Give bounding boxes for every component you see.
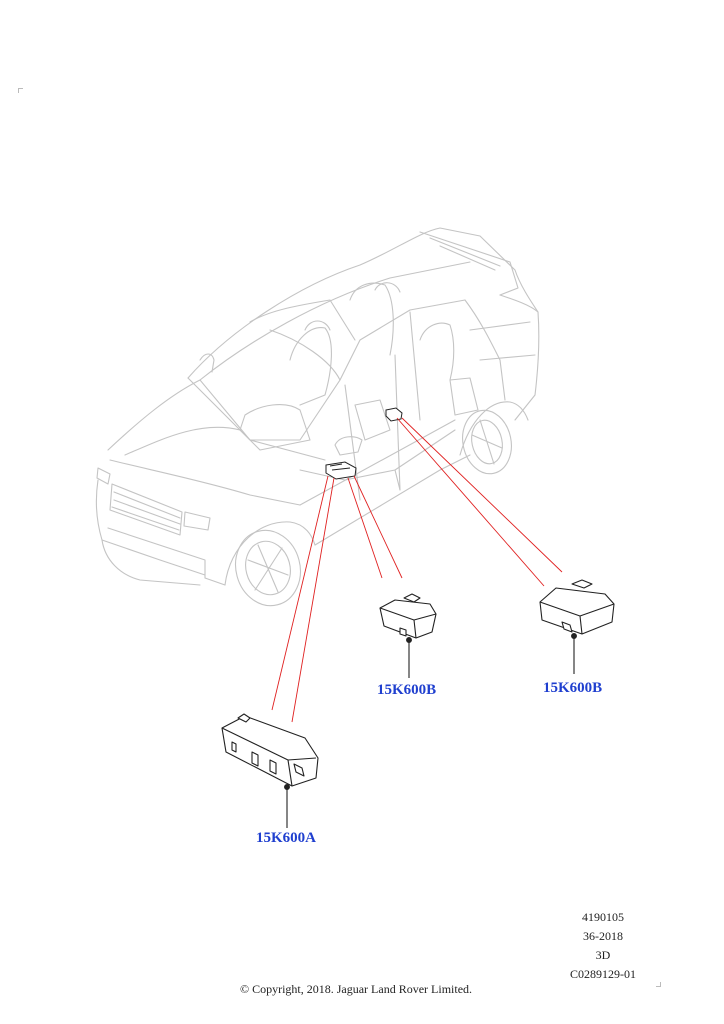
part-label-15k600a[interactable]: 15K600A	[256, 830, 316, 846]
mounted-module-front	[325, 461, 357, 480]
mounted-module-rear	[385, 407, 403, 422]
reference-block: 4190105 36-2018 3D C0289129-01	[570, 908, 636, 984]
module-15k600b-middle	[379, 593, 437, 678]
copyright-notice: © Copyright, 2018. Jaguar Land Rover Lim…	[239, 982, 473, 996]
reference-code: C0289129-01	[570, 967, 636, 981]
module-15k600a	[221, 713, 319, 828]
crop-mark-top-left	[18, 88, 23, 93]
part-label-15k600b-right[interactable]: 15K600B	[543, 680, 603, 696]
module-15k600b-right	[539, 579, 615, 674]
reference-number: 4190105	[582, 910, 624, 924]
reference-date: 36-2018	[583, 929, 623, 943]
part-label-15k600b-middle[interactable]: 15K600B	[377, 682, 437, 698]
vehicle-outline	[95, 227, 540, 607]
leader-lines	[271, 417, 563, 723]
crop-mark-bottom-right	[656, 982, 661, 987]
reference-view: 3D	[595, 948, 611, 962]
